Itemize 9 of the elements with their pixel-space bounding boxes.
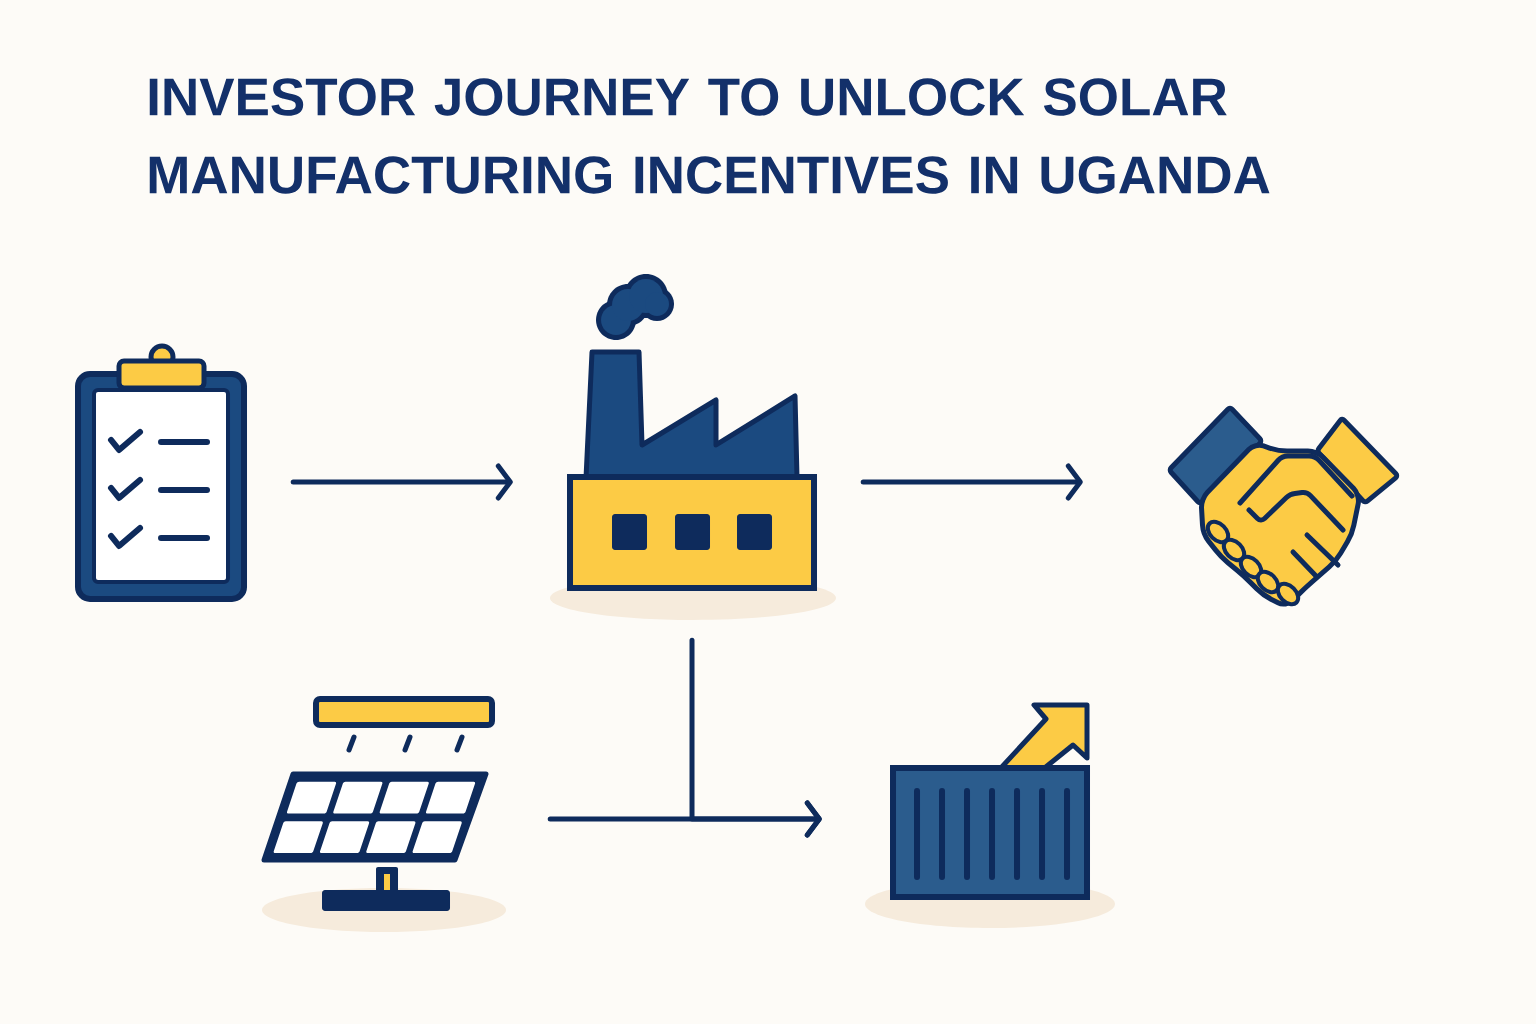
factory-icon <box>550 274 836 620</box>
solar-panel-icon <box>261 696 506 932</box>
shipping-container-icon <box>865 702 1115 928</box>
title: INVESTOR JOURNEY TO UNLOCK SOLAR MANUFACTURING INCENTIVES IN UGANDA <box>149 78 1270 194</box>
arrow <box>860 463 1083 501</box>
handshake-icon <box>1167 405 1400 607</box>
arrow <box>290 463 513 501</box>
arrow <box>689 637 822 838</box>
clipboard-icon <box>75 343 247 602</box>
